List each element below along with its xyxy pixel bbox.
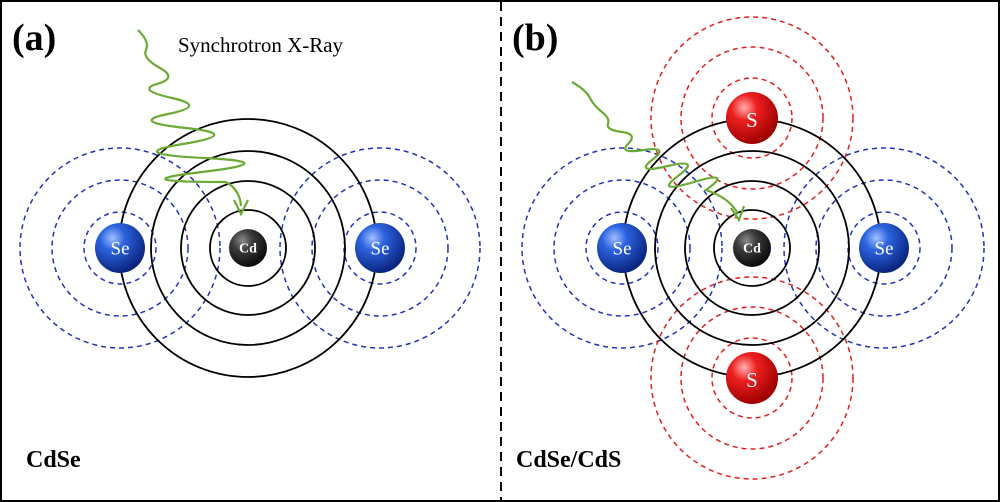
s-bottom-shells-b <box>650 276 854 480</box>
se-label: Se <box>875 239 894 260</box>
se-label: Se <box>613 239 632 260</box>
s-label: S <box>746 108 758 132</box>
s-label: S <box>746 368 758 392</box>
se-right-shells-b <box>783 147 985 349</box>
se-right-shells-a <box>279 147 481 349</box>
panel-label-b: (b) <box>512 17 558 59</box>
se-left-shells-b <box>521 147 723 349</box>
panel-label-a: (a) <box>12 17 56 59</box>
se-atom-left-a: Se <box>95 223 145 273</box>
beam-label: Synchrotron X-Ray <box>178 33 344 57</box>
s-atom-bottom-b: S <box>726 352 778 404</box>
se-atom-right-b: Se <box>859 223 909 273</box>
cd-label: Cd <box>743 242 761 257</box>
material-label-a: CdSe <box>26 447 81 473</box>
xray-wave-a <box>137 29 246 207</box>
panel-a: Se Cd Se Synchrotron X-Ray (a) CdSe <box>12 17 481 473</box>
se-label: Se <box>371 239 390 260</box>
s-atom-top-b: S <box>726 92 778 144</box>
se-atom-right-a: Se <box>355 223 405 273</box>
xray-arrowhead-b <box>730 205 746 223</box>
material-label-b: CdSe/CdS <box>516 447 621 473</box>
xray-arrowhead-a <box>233 199 249 217</box>
se-atom-left-b: Se <box>597 223 647 273</box>
panel-b: Se Cd Se S S (b) CdSe/CdS <box>512 16 985 480</box>
se-label: Se <box>111 239 130 260</box>
cd-label: Cd <box>239 242 257 257</box>
s-top-shells-b <box>650 16 854 220</box>
se-left-shells-a <box>19 147 221 349</box>
cd-atom-b: Cd <box>733 229 771 267</box>
cd-atom-a: Cd <box>229 229 267 267</box>
xray-wave-b <box>571 81 739 215</box>
